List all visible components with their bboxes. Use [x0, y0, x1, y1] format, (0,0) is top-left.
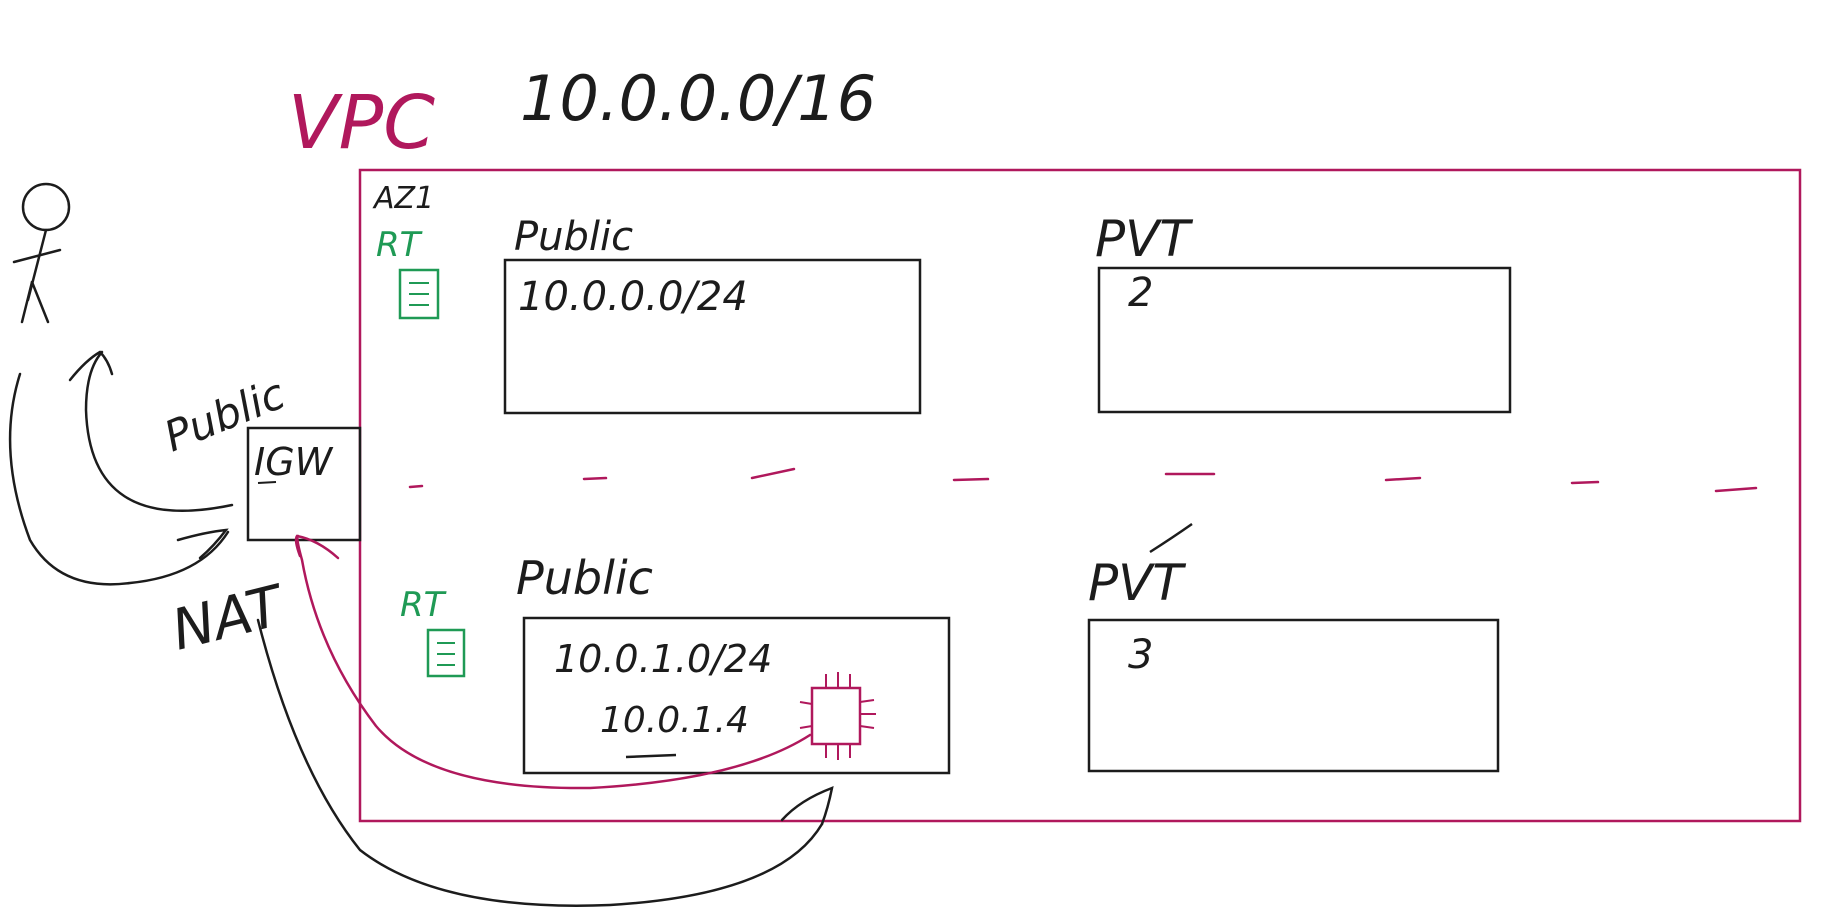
host-ip-underline	[625, 753, 677, 759]
subnet-3-box	[522, 616, 951, 775]
igw-box	[246, 426, 362, 542]
ec2-instance-icon	[799, 672, 876, 760]
az-label: AZ1	[372, 181, 434, 216]
route-table-label-2: RT	[400, 585, 447, 625]
nat-route-arrow	[294, 534, 812, 790]
subnet-1-box	[503, 258, 922, 415]
igw-label-underline	[257, 481, 277, 484]
az-separator	[408, 467, 1758, 493]
user-figure-icon	[12, 182, 71, 324]
subnet-4-title-stroke	[1149, 522, 1193, 554]
subnet-4-title: PVT	[1088, 554, 1186, 612]
route-table-icon-2	[426, 628, 466, 678]
subnet-3-cidr: 10.0.1.0/24	[554, 637, 772, 681]
subnet-2-title: PVT	[1095, 210, 1193, 268]
vpc-cidr-label: 10.0.0.0/16	[520, 62, 876, 135]
route-table-label-1: RT	[376, 225, 423, 265]
subnet-4-number: 3	[1128, 632, 1153, 678]
subnet-2-number: 2	[1128, 270, 1153, 316]
host-ip-label: 10.0.1.4	[600, 700, 749, 741]
vpc-label: VPC	[288, 80, 435, 166]
subnet-1-cidr: 10.0.0.0/24	[518, 274, 748, 320]
nat-label: NAT	[166, 573, 292, 664]
subnet-4-box	[1087, 618, 1500, 773]
subnet-1-title: Public	[514, 214, 633, 260]
internet-traffic-arrows	[8, 350, 834, 907]
vpc-boundary	[358, 168, 1802, 823]
route-table-icon-1	[398, 268, 440, 320]
subnet-2-box	[1097, 266, 1512, 414]
subnet-3-title: Public	[516, 551, 653, 605]
igw-label: IGW	[254, 440, 334, 484]
